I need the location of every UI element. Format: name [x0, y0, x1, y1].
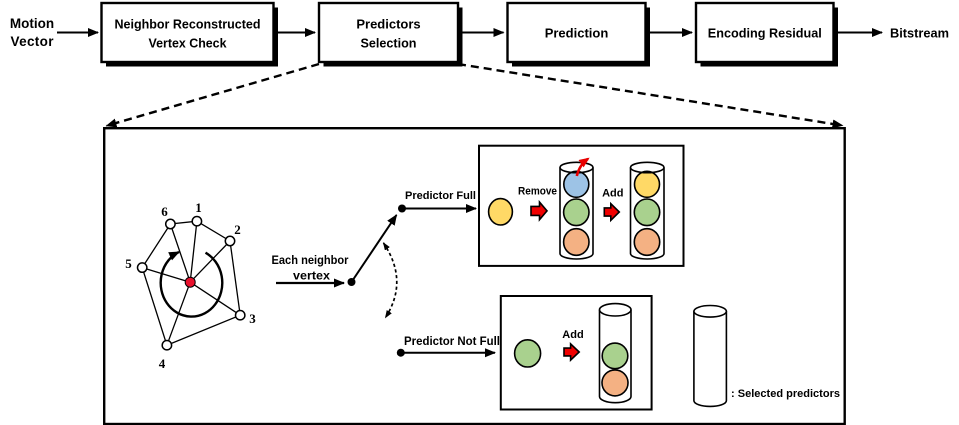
svg-text:Bitstream: Bitstream [890, 26, 949, 41]
svg-text:Vertex Check: Vertex Check [149, 36, 228, 51]
svg-text:Each neighbor: Each neighbor [272, 255, 350, 267]
svg-text:Motion: Motion [10, 16, 54, 31]
svg-text:Predictor Full: Predictor Full [405, 190, 476, 202]
svg-text:Predictors: Predictors [356, 17, 420, 32]
svg-text:Add: Add [602, 188, 623, 200]
svg-text:Add: Add [562, 329, 583, 341]
svg-text:vertex: vertex [293, 271, 331, 283]
svg-text:Encoding Residual: Encoding Residual [708, 26, 822, 41]
svg-text:: Selected predictors: : Selected predictors [731, 388, 840, 400]
svg-text:4: 4 [159, 356, 166, 371]
svg-text:2: 2 [234, 222, 241, 237]
svg-text:3: 3 [249, 311, 256, 326]
svg-text:Predictor Not Full: Predictor Not Full [404, 336, 500, 348]
svg-text:Neighbor Reconstructed: Neighbor Reconstructed [115, 17, 261, 32]
svg-text:6: 6 [161, 204, 168, 219]
svg-text:1: 1 [195, 200, 202, 215]
svg-text:Remove: Remove [518, 186, 557, 198]
svg-text:Prediction: Prediction [545, 26, 609, 41]
svg-text:Vector: Vector [11, 34, 55, 49]
svg-text:Selection: Selection [361, 36, 417, 51]
svg-text:5: 5 [125, 256, 132, 271]
